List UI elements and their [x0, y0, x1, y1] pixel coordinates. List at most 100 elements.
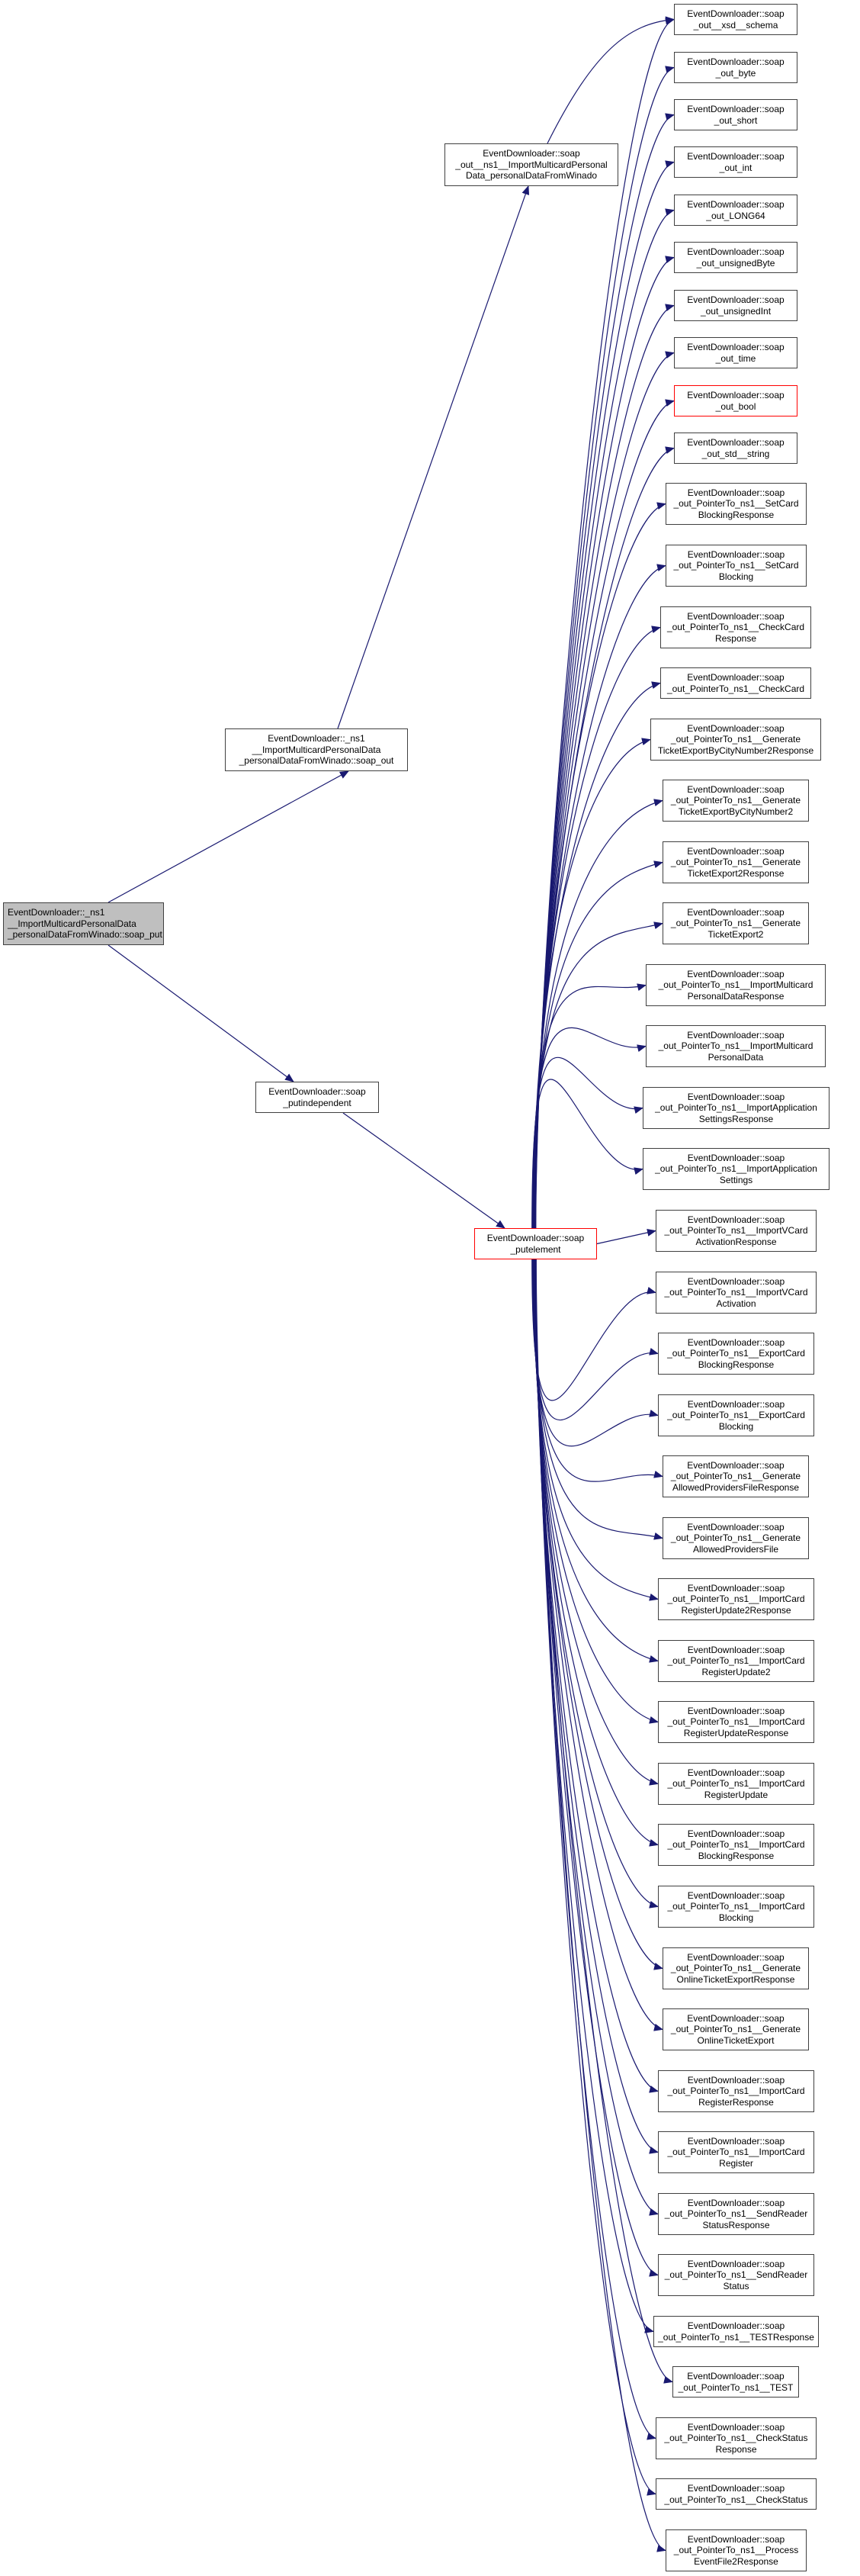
node-label-line: _out_PointerTo_ns1__Generate: [670, 1471, 801, 1482]
node-label-line: Register: [719, 2157, 753, 2169]
node-leaf[interactable]: EventDownloader::soap_out_bool: [674, 385, 797, 416]
node-label-line: StatusResponse: [702, 2219, 770, 2230]
edge-putelement-to-leaf: [531, 1259, 659, 1447]
node-label-line: EventDownloader::soap: [687, 2483, 785, 2494]
node-leaf[interactable]: EventDownloader::soap_out_time: [674, 337, 797, 368]
node-leaf[interactable]: EventDownloader::soap_out_PointerTo_ns1_…: [666, 2529, 807, 2571]
node-label-line: _out_PointerTo_ns1__ImportCard: [667, 1778, 805, 1790]
node-leaf[interactable]: EventDownloader::soap_out_PointerTo_ns1_…: [656, 2478, 817, 2510]
node-label-line: _out_PointerTo_ns1__ImportMulticard: [658, 1040, 813, 1052]
node-leaf[interactable]: EventDownloader::soap_out_PointerTo_ns1_…: [646, 964, 826, 1006]
node-leaf[interactable]: EventDownloader::soap_out_short: [674, 99, 797, 130]
node-label-line: RegisterUpdate2Response: [681, 1604, 791, 1616]
node-label-line: EventDownloader::_ns1: [8, 907, 105, 918]
node-leaf[interactable]: EventDownloader::soap_out_PointerTo_ns1_…: [643, 1087, 830, 1129]
node-label-line: EventDownloader::soap: [687, 906, 785, 918]
node-leaf[interactable]: EventDownloader::soap_out_PointerTo_ns1_…: [663, 902, 809, 944]
node-label-line: _out_PointerTo_ns1__SetCard: [673, 498, 799, 510]
node-label-line: _out_PointerTo_ns1__ImportCard: [667, 2147, 805, 2158]
node-label-line: _out_PointerTo_ns1__Process: [673, 2545, 799, 2556]
node-label-line: EventDownloader::soap: [687, 1705, 785, 1716]
node-label-line: PersonalDataResponse: [687, 990, 785, 1002]
node-leaf[interactable]: EventDownloader::soap_out_unsignedInt: [674, 290, 797, 321]
edge-ns1-to-xsd-schema: [547, 16, 675, 144]
node-label-line: EventDownloader::soap: [486, 1233, 585, 1243]
node-label-line: _out_std__string: [701, 448, 770, 459]
node-leaf[interactable]: EventDownloader::soap_out_PointerTo_ns1_…: [658, 1333, 814, 1375]
node-leaf[interactable]: EventDownloader::soap_out_PointerTo_ns1_…: [656, 1272, 817, 1314]
node-leaf[interactable]: EventDownloader::soap_out_PointerTo_ns1_…: [658, 1640, 814, 1682]
node-leaf[interactable]: EventDownloader::soap_out_PointerTo_ns1_…: [663, 1947, 809, 1989]
node-label-line: EventDownloader::soap: [687, 1275, 785, 1287]
node-leaf[interactable]: EventDownloader::soap_out_PointerTo_ns1_…: [666, 545, 807, 587]
node-leaf[interactable]: EventDownloader::soap_out_PointerTo_ns1_…: [658, 2131, 814, 2173]
node-leaf[interactable]: EventDownloader::soap_out_PointerTo_ns1_…: [663, 1455, 809, 1497]
node-leaf[interactable]: EventDownloader::soap_out_PointerTo_ns1_…: [658, 1701, 814, 1743]
node-label-line: TicketExport2: [708, 928, 764, 940]
node-leaf[interactable]: EventDownloader::soap_out_PointerTo_ns1_…: [658, 1824, 814, 1866]
node-leaf[interactable]: EventDownloader::soap_out__xsd__schema: [674, 4, 797, 35]
node-leaf[interactable]: EventDownloader::soap_out_PointerTo_ns1_…: [663, 2008, 809, 2050]
node-leaf[interactable]: EventDownloader::soap_out_PointerTo_ns1_…: [660, 667, 811, 699]
node-leaf[interactable]: EventDownloader::soap_out_PointerTo_ns1_…: [666, 483, 807, 525]
node-leaf[interactable]: EventDownloader::soap_out_PointerTo_ns1_…: [658, 1578, 814, 1620]
node-label-line: _out_bool: [715, 400, 756, 412]
node-leaf[interactable]: EventDownloader::soap_out_PointerTo_ns1_…: [656, 2417, 817, 2459]
node-leaf[interactable]: EventDownloader::soap_out_PointerTo_ns1_…: [658, 2254, 814, 2296]
node-label-line: BlockingResponse: [698, 509, 775, 520]
edge-putelement-to-leaf: [533, 738, 651, 1229]
node-label-line: _out_PointerTo_ns1__CheckCard: [666, 622, 805, 633]
node-leaf[interactable]: EventDownloader::soap_out_PointerTo_ns1_…: [658, 1763, 814, 1805]
node-soap-out-ns1[interactable]: EventDownloader::soap_out__ns1__ImportMu…: [444, 143, 618, 186]
node-label-line: EventDownloader::soap: [687, 294, 785, 305]
node-label-line: _putindependent: [283, 1097, 351, 1108]
node-leaf[interactable]: EventDownloader::soap_out_PointerTo_ns1_…: [653, 2316, 819, 2347]
node-label-line: AllowedProvidersFileResponse: [672, 1481, 800, 1493]
node-leaf[interactable]: EventDownloader::soap_out_PointerTo_ns1_…: [658, 1394, 814, 1436]
node-label-line: _out_PointerTo_ns1__Generate: [670, 1963, 801, 1974]
node-leaf[interactable]: EventDownloader::soap_out_PointerTo_ns1_…: [663, 1517, 809, 1559]
node-label-line: EventDownloader::soap: [687, 151, 785, 162]
node-leaf[interactable]: EventDownloader::soap_out_PointerTo_ns1_…: [658, 2070, 814, 2112]
edge-putelement-to-leaf: [531, 1259, 656, 1401]
node-soap-putelement[interactable]: EventDownloader::soap_putelement: [474, 1228, 597, 1259]
node-label-line: _out_PointerTo_ns1__SendReader: [664, 2269, 808, 2281]
node-label-line: EventFile2Response: [694, 2555, 778, 2567]
node-leaf[interactable]: EventDownloader::soap_out_PointerTo_ns1_…: [658, 2193, 814, 2235]
node-label-line: __ImportMulticardPersonalData: [252, 744, 381, 755]
node-leaf[interactable]: EventDownloader::soap_out_PointerTo_ns1_…: [663, 780, 809, 822]
node-label-line: _out_PointerTo_ns1__Generate: [670, 2024, 801, 2035]
node-label-line: Data_personalDataFromWinado: [465, 170, 598, 182]
node-leaf[interactable]: EventDownloader::soap_out_int: [674, 146, 797, 178]
node-leaf[interactable]: EventDownloader::soap_out_PointerTo_ns1_…: [658, 1886, 814, 1928]
node-leaf[interactable]: EventDownloader::soap_out_PointerTo_ns1_…: [663, 841, 809, 883]
node-leaf[interactable]: EventDownloader::soap_out_PointerTo_ns1_…: [660, 606, 811, 648]
node-label-line: EventDownloader::soap: [687, 1521, 785, 1532]
node-label-line: _out_PointerTo_ns1__CheckStatus: [664, 2494, 808, 2505]
node-leaf[interactable]: EventDownloader::soap_out_PointerTo_ns1_…: [656, 1210, 817, 1252]
node-leaf[interactable]: EventDownloader::soap_out_std__string: [674, 433, 797, 464]
node-label-line: EventDownloader::soap: [687, 548, 785, 560]
node-label-line: _out_PointerTo_ns1__CheckStatus: [664, 2433, 808, 2444]
node-soap-out-method[interactable]: EventDownloader::_ns1__ImportMulticardPe…: [225, 728, 408, 771]
node-leaf[interactable]: EventDownloader::soap_out_PointerTo_ns1_…: [646, 1025, 826, 1067]
node-soap-putindependent[interactable]: EventDownloader::soap_putindependent: [255, 1082, 379, 1113]
node-leaf[interactable]: EventDownloader::soap_out_byte: [674, 52, 797, 83]
node-label-line: EventDownloader::soap: [687, 2371, 785, 2381]
node-label-line: EventDownloader::soap: [483, 148, 580, 159]
node-label-line: _out_int: [719, 162, 752, 173]
node-leaf[interactable]: EventDownloader::soap_out_unsignedByte: [674, 242, 797, 273]
node-leaf[interactable]: EventDownloader::soap_out_PointerTo_ns1_…: [672, 2366, 799, 2398]
node-root[interactable]: EventDownloader::_ns1__ImportMulticardPe…: [3, 902, 164, 945]
node-leaf[interactable]: EventDownloader::soap_out_LONG64: [674, 195, 797, 226]
node-leaf[interactable]: EventDownloader::soap_out_PointerTo_ns1_…: [650, 719, 821, 761]
edge-root-to-soap-out: [108, 770, 349, 903]
node-label-line: ActivationResponse: [695, 1236, 777, 1247]
node-label-line: _out_PointerTo_ns1__SetCard: [673, 560, 799, 571]
node-label-line: EventDownloader::soap: [687, 8, 785, 19]
edge-putelement-to-leaf: [533, 1259, 659, 1847]
node-label-line: EventDownloader::soap: [687, 722, 785, 734]
node-label-line: EventDownloader::soap: [687, 2074, 785, 2086]
node-label-line: EventDownloader::soap: [687, 968, 785, 979]
node-leaf[interactable]: EventDownloader::soap_out_PointerTo_ns1_…: [643, 1148, 830, 1190]
